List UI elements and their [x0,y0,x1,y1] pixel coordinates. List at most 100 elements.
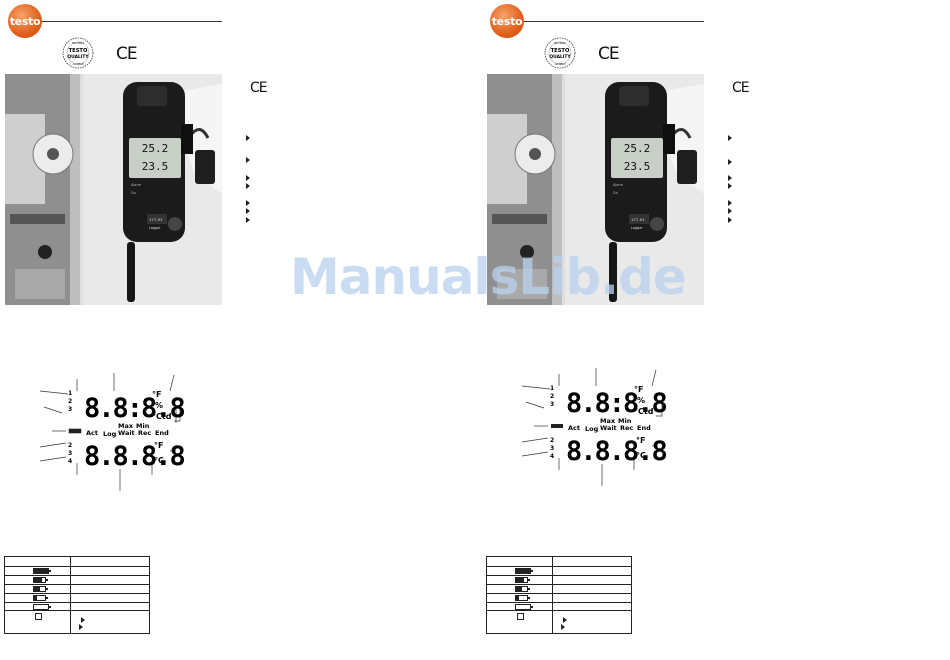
lcd-end: End [155,429,169,437]
bullet-arrow-icon [246,135,250,141]
battery-50-icon [515,586,530,592]
seal-arc-bottom: certified [73,62,84,66]
header-rule [524,21,704,22]
battery-full-icon [515,568,533,574]
bullet-arrow-icon [728,208,732,214]
manual-page-left: testo TESTO QUALITY ISO 9001 certified C… [0,0,460,660]
battery-empty-icon [33,604,51,610]
lcd-max: Max [118,422,134,430]
ce-mark: CE [598,44,620,64]
svg-text:°Ctd: °Ctd [634,407,654,416]
battery-flash-icon [517,613,524,620]
bullet-arrow-icon [728,175,732,181]
bullet-arrow-icon [79,624,83,630]
bullet-arrow-icon [728,217,732,223]
lcd-digits-bottom: 8.8.8.8 [84,441,185,472]
watermark-text: ManualsLib.de [290,248,687,306]
device-reading-bottom: 23.5 [142,160,169,173]
lcd-line3: 3 [68,406,72,413]
battery-75-icon [515,577,530,583]
lcd-min: Min [136,422,150,430]
lcd-diagram: 1 2 3 8.8:8.8 °F % °Ctd Act Log Max Min … [39,373,187,491]
bullet-arrow-icon [246,157,250,163]
device-label: Logger [149,226,161,230]
bullet-arrow-icon [246,183,250,189]
lcd-line2b: 2 [68,442,72,449]
lcd-unit-f-bottom: °F [154,441,163,450]
svg-text:2: 2 [550,437,554,444]
svg-text:TESTO: TESTO [551,48,570,54]
lcd-unit-ctd: °Ctd [152,412,172,421]
svg-text:Min: Min [618,417,632,425]
svg-text:%: % [637,396,645,405]
seal-line2: QUALITY [67,54,89,60]
battery-status-table [486,556,632,634]
bullet-arrow-icon [563,617,567,623]
svg-text:Logger: Logger [631,226,643,230]
svg-text:Act: Act [568,424,580,432]
lcd-line1: 1 [68,390,72,397]
lcd-unit-f-top: °F [152,390,161,399]
bullet-arrow-icon [246,175,250,181]
battery-status-table [4,556,150,634]
testo-logo: testo [490,4,524,38]
svg-text:4: 4 [550,453,554,460]
bullet-arrow-icon [246,208,250,214]
bullet-arrow-icon [246,200,250,206]
lcd-battery-icon [551,424,563,428]
svg-text:8.8:8.8: 8.8:8.8 [566,388,667,419]
bullet-arrow-icon [728,200,732,206]
svg-text:25.2: 25.2 [624,142,651,155]
device-reading-top: 25.2 [142,142,169,155]
lcd-digits-top: 8.8:8.8 [84,393,185,424]
bullet-arrow-icon [728,183,732,189]
svg-text:°F: °F [636,436,645,445]
battery-75-icon [33,577,48,583]
battery-50-icon [33,586,48,592]
lcd-log: Log [103,430,117,438]
battery-full-icon [33,568,51,574]
bullet-arrow-icon [246,217,250,223]
lcd-line4: 4 [68,458,72,465]
svg-text:Log: Log [585,425,599,433]
quality-seal-icon: TESTO QUALITY ISO 9001 certified [544,37,576,69]
ce-mark-small: CE [732,80,750,96]
svg-text:Max: Max [600,417,616,425]
quality-seal-icon: TESTO QUALITY ISO 9001 certified [62,37,94,69]
svg-text:End: End [637,424,651,432]
bullet-arrow-icon [728,159,732,165]
svg-text:8.8.8.8: 8.8.8.8 [566,436,667,467]
product-photo: 25.2 23.5 Alarm Go 177-H1 Logger [487,74,704,305]
svg-text:°C: °C [636,451,646,460]
svg-text:Alarm: Alarm [613,183,624,187]
svg-text:3: 3 [550,445,554,452]
manual-page-right: testo TESTO QUALITY ISO 9001 certified C… [482,0,942,660]
seal-line1: TESTO [69,48,88,54]
svg-text:Wait: Wait [600,424,617,432]
lcd-line3b: 3 [68,450,72,457]
bullet-arrow-icon [561,624,565,630]
lcd-act: Act [86,429,98,437]
svg-text:23.5: 23.5 [624,160,651,173]
svg-text:QUALITY: QUALITY [549,54,571,60]
product-photo: 25.2 23.5 Alarm Go 177-H1 Logger [5,74,222,305]
device-model: 177-H1 [149,217,163,222]
seal-arc-top: ISO 9001 [72,41,84,45]
lcd-line2: 2 [68,398,72,405]
bullet-arrow-icon [81,617,85,623]
ce-mark-small: CE [250,80,268,96]
ce-mark: CE [116,44,138,64]
testo-logo: testo [8,4,42,38]
battery-empty-icon [515,604,533,610]
battery-25-icon [33,595,48,601]
svg-text:certified: certified [555,62,566,66]
svg-text:°F: °F [634,385,643,394]
svg-text:3: 3 [550,401,554,408]
device-led-go: Go [131,191,136,195]
device-led-alarm: Alarm [131,183,142,187]
lcd-unit-c: °C [154,456,164,465]
lcd-wait: Wait [118,429,135,437]
lcd-rec: Rec [138,429,151,437]
bullet-arrow-icon [728,135,732,141]
svg-text:Rec: Rec [620,424,633,432]
